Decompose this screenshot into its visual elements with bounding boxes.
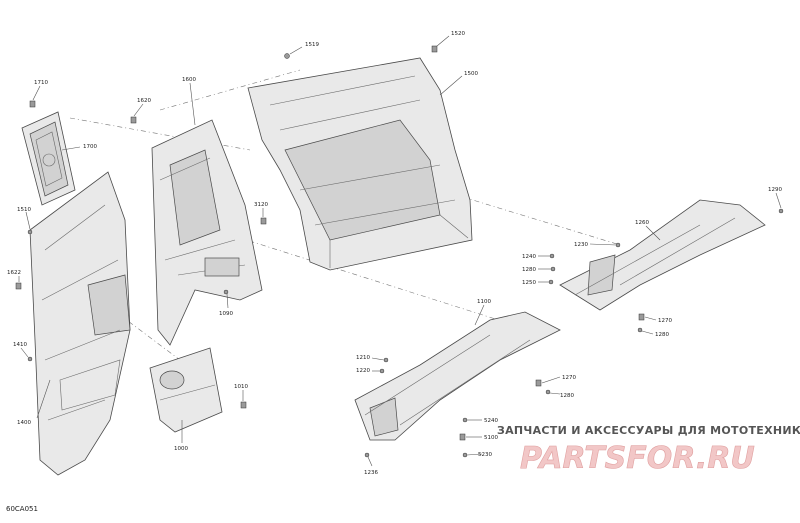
callout-3120: 3120 <box>254 202 268 208</box>
callout-1520: 1520 <box>451 31 465 37</box>
callout-1236: 1236 <box>364 470 378 476</box>
watermark-tagline: ЗАПЧАСТИ И АКСЕССУАРЫ ДЛЯ МОТОТЕХНИКИ <box>497 424 800 437</box>
callout-1220: 1220 <box>356 368 370 374</box>
callout-1270-b: 1270 <box>562 375 576 381</box>
callout-1000: 1000 <box>174 446 188 452</box>
part-1100-rail <box>354 311 561 441</box>
callout-1519: 1519 <box>305 42 319 48</box>
callout-5230: 5230 <box>478 452 492 458</box>
callout-1280-c: 1280 <box>560 393 574 399</box>
part-1700-panel <box>21 111 76 206</box>
callout-1210: 1210 <box>356 355 370 361</box>
callout-1260: 1260 <box>635 220 649 226</box>
callout-1700: 1700 <box>83 144 97 150</box>
callout-1230: 1230 <box>574 242 588 248</box>
watermark: ЗАПЧАСТИ И АКСЕССУАРЫ ДЛЯ МОТОТЕХНИКИ PA… <box>497 424 800 476</box>
callout-1090: 1090 <box>219 311 233 317</box>
callout-5100: 5100 <box>484 435 498 441</box>
callout-1270: 1270 <box>658 318 672 324</box>
callout-1622: 1622 <box>7 270 21 276</box>
watermark-logo: PARTSFOR.RU <box>520 441 755 476</box>
part-1500-rear-tub <box>247 57 473 271</box>
leader-lines <box>18 35 782 467</box>
callout-1290: 1290 <box>768 187 782 193</box>
callout-1280: 1280 <box>522 267 536 273</box>
part-1260-rail <box>559 199 766 311</box>
callout-1500: 1500 <box>464 71 478 77</box>
fasteners <box>15 45 784 458</box>
callout-1400: 1400 <box>17 420 31 426</box>
callout-1250: 1250 <box>522 280 536 286</box>
part-1400-side-panel <box>29 171 131 476</box>
callout-1280-b: 1280 <box>655 332 669 338</box>
callout-1620: 1620 <box>137 98 151 104</box>
callout-1600: 1600 <box>182 77 196 83</box>
callout-labels: 1519 1520 1500 1710 1700 1620 1600 1510 … <box>7 31 782 476</box>
callout-1100: 1100 <box>477 299 491 305</box>
callout-1710: 1710 <box>34 80 48 86</box>
callout-1010: 1010 <box>234 384 248 390</box>
part-1600-door-panel <box>151 119 263 346</box>
callout-1510: 1510 <box>17 207 31 213</box>
callout-1410: 1410 <box>13 342 27 348</box>
callout-5240: 5240 <box>484 418 498 424</box>
part-1000-bracket <box>149 347 223 433</box>
callout-1240: 1240 <box>522 254 536 260</box>
diagram-code: 60CA051 <box>6 505 38 513</box>
